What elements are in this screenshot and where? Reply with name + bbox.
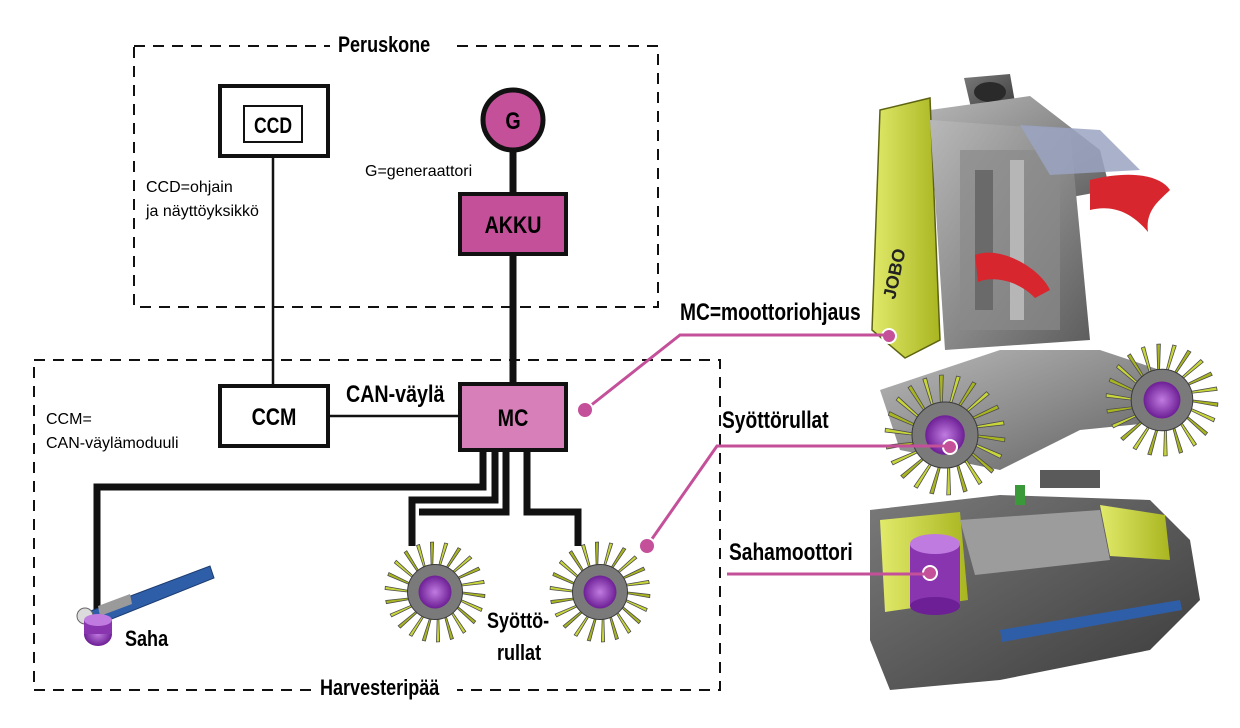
generator-node-label: G <box>505 107 520 134</box>
mc-node: MC <box>458 382 568 452</box>
harvester-head-label: Harvesteripää <box>320 676 440 700</box>
ccd-description-line2: ja näyttöyksikkö <box>145 203 259 220</box>
feed-roller-right <box>549 541 651 643</box>
mc-callout-label: MC=moottoriohjaus <box>680 298 861 326</box>
ccm-node-label: CCM <box>252 403 297 430</box>
feed-rollers-callout-dot <box>638 537 656 555</box>
feed-rollers-callout <box>645 444 950 547</box>
feed-rollers-callout-label: Syöttörullat <box>722 406 829 434</box>
ccm-description-line2: CAN-väylämoduuli <box>46 435 179 452</box>
mc-callout-dot <box>576 401 594 419</box>
feed-rollers-label-line1: Syöttö- <box>487 609 549 633</box>
saw-label: Saha <box>125 627 169 651</box>
harvester-roller-right <box>1105 343 1219 457</box>
ccd-node-label: CCD <box>254 114 292 138</box>
mc-output-lines <box>93 451 582 620</box>
ccd-node: CCD <box>218 84 330 158</box>
ccm-node: CCM <box>218 384 330 448</box>
mc-callout <box>584 333 888 412</box>
base-machine-label: Peruskone <box>338 33 430 57</box>
generator-node: G <box>480 87 546 153</box>
generator-description: G=generaattori <box>365 163 472 180</box>
feed-roller-left <box>384 541 486 643</box>
ccd-description-line1: CCD=ohjain <box>146 179 233 196</box>
base-machine-frame <box>133 45 659 308</box>
battery-node-label: AKKU <box>485 211 542 238</box>
battery-node: AKKU <box>458 192 568 256</box>
feed-rollers-label-line2: rullat <box>497 641 541 665</box>
saw-illustration <box>76 565 215 646</box>
ccm-description-line1: CCM= <box>46 411 92 428</box>
saw-motor-callout-label: Sahamoottori <box>729 538 853 566</box>
mc-node-label: MC <box>498 404 529 431</box>
can-bus-label: CAN-väylä <box>346 380 445 407</box>
